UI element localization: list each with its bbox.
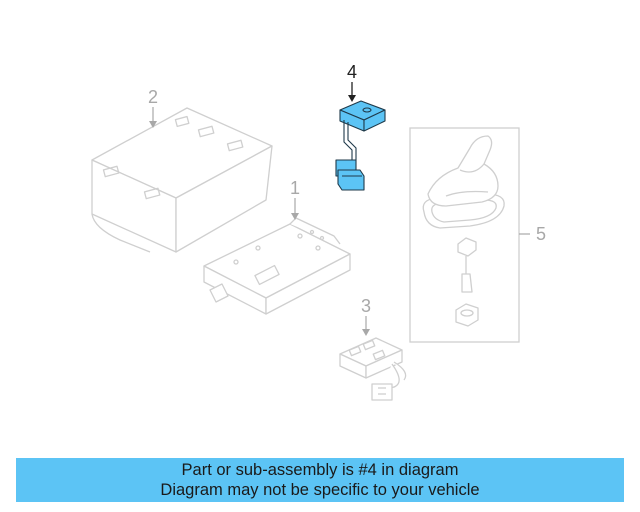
part-3-sensor[interactable] [339,337,407,401]
callout-5: 5 [536,224,546,244]
callout-4: 4 [347,62,357,82]
callout-1: 1 [290,178,300,198]
part-4-antenna-amplifier[interactable] [335,100,386,191]
callout-arrow-1 [291,213,299,220]
part-5-box [409,127,520,343]
part-info-banner: Part or sub-assembly is #4 in diagram Di… [16,458,624,502]
part-5-roof-antenna[interactable] [422,135,505,327]
callout-2: 2 [148,87,158,107]
banner-part-line: Part or sub-assembly is #4 in diagram [181,461,459,479]
part-2-module[interactable] [91,107,273,253]
banner-disclaimer-line: Diagram may not be specific to your vehi… [160,481,480,499]
callout-3: 3 [361,296,371,316]
callout-arrow-2 [149,121,157,128]
callout-arrow-3 [362,329,370,336]
callout-arrow-4 [348,95,356,102]
part-1-control-module[interactable] [203,217,351,315]
